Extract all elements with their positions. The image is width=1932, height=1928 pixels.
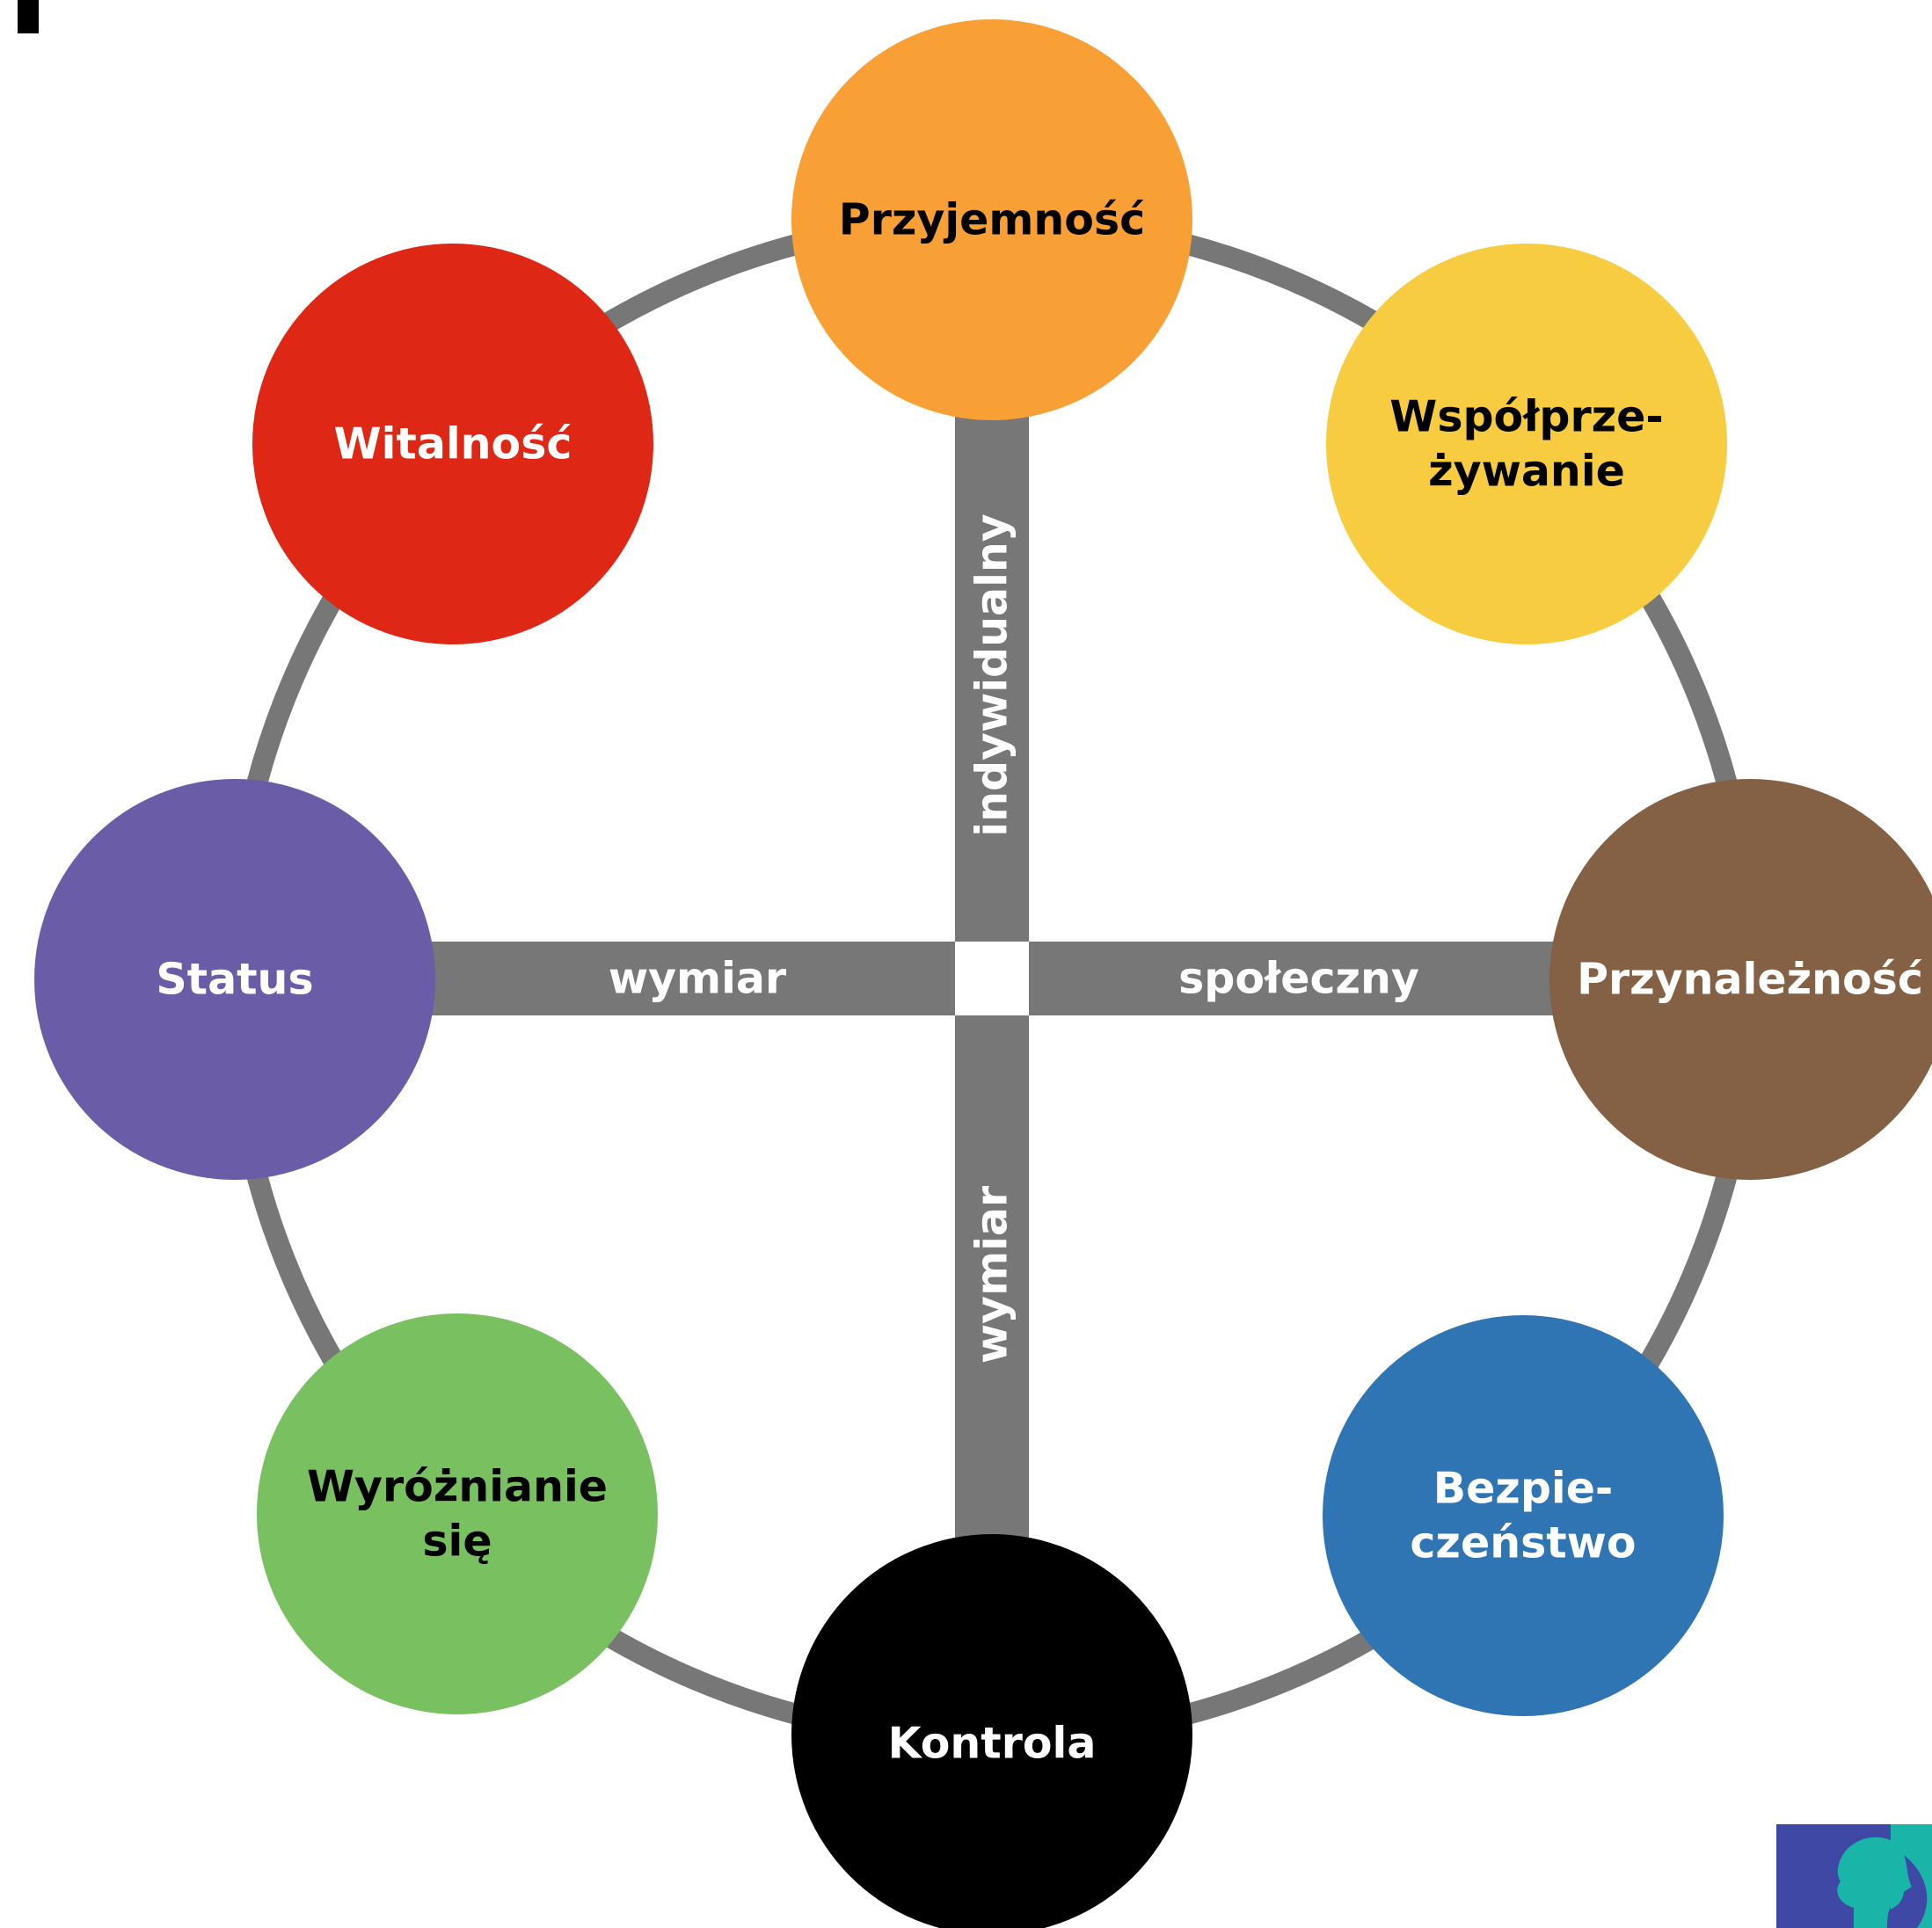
node-label-line: Kontrola: [888, 1719, 1097, 1769]
corner-mark: [18, 0, 39, 33]
node-status: Status: [34, 779, 435, 1180]
node-witalnosc: Witalność: [252, 244, 653, 644]
node-label-line: się: [422, 1517, 492, 1567]
node-circle: [791, 1534, 1192, 1928]
node-circle: [791, 19, 1192, 420]
node-label: Kontrola: [888, 1719, 1097, 1769]
node-label: Przyjemność: [839, 195, 1145, 245]
axis-center-gap-vertical: [955, 942, 1029, 1015]
axis-label-vertical-bottom: wymiar: [967, 1185, 1017, 1364]
axis-label-horizontal-left: wymiar: [609, 954, 787, 1004]
axis-label-vertical-top: indywidualny: [967, 513, 1017, 836]
node-label: Status: [156, 955, 313, 1005]
node-label: Bezpie-czeństwo: [1410, 1464, 1636, 1568]
node-circle: [34, 779, 435, 1180]
head-profile-logo: [1776, 1824, 1932, 1928]
logo-head-shape: [1837, 1837, 1911, 1928]
node-label-line: Bezpie-: [1433, 1464, 1614, 1514]
node-wspolprzezywanie: Współprze-żywanie: [1326, 244, 1727, 644]
logo-face-profile: [1891, 1855, 1928, 1928]
node-label-line: Przyjemność: [839, 195, 1145, 245]
node-label: Przynależność: [1577, 955, 1923, 1005]
node-przynaleznosc: Przynależność: [1549, 779, 1932, 1180]
node-label-line: Wyróżnianie: [307, 1462, 608, 1512]
node-przyjemnosc: Przyjemność: [791, 19, 1192, 420]
node-circle: [257, 1313, 658, 1714]
node-label: Witalność: [334, 419, 572, 469]
node-label-line: żywanie: [1428, 447, 1625, 497]
node-label-line: Przynależność: [1577, 955, 1923, 1005]
node-bezpieczenstwo: Bezpie-czeństwo: [1323, 1315, 1724, 1716]
node-label: Współprze-żywanie: [1389, 392, 1663, 497]
node-label-line: Status: [156, 955, 313, 1005]
node-label-line: Współprze-: [1389, 392, 1663, 442]
node-circle: [1549, 779, 1932, 1180]
node-circle: [1323, 1315, 1724, 1716]
axis-label-horizontal-right: społeczny: [1178, 954, 1419, 1004]
node-label-line: czeństwo: [1410, 1518, 1636, 1568]
node-circle: [1326, 244, 1727, 644]
node-label-line: Witalność: [334, 419, 572, 469]
node-circle: [252, 244, 653, 644]
node-kontrola: Kontrola: [791, 1534, 1192, 1928]
